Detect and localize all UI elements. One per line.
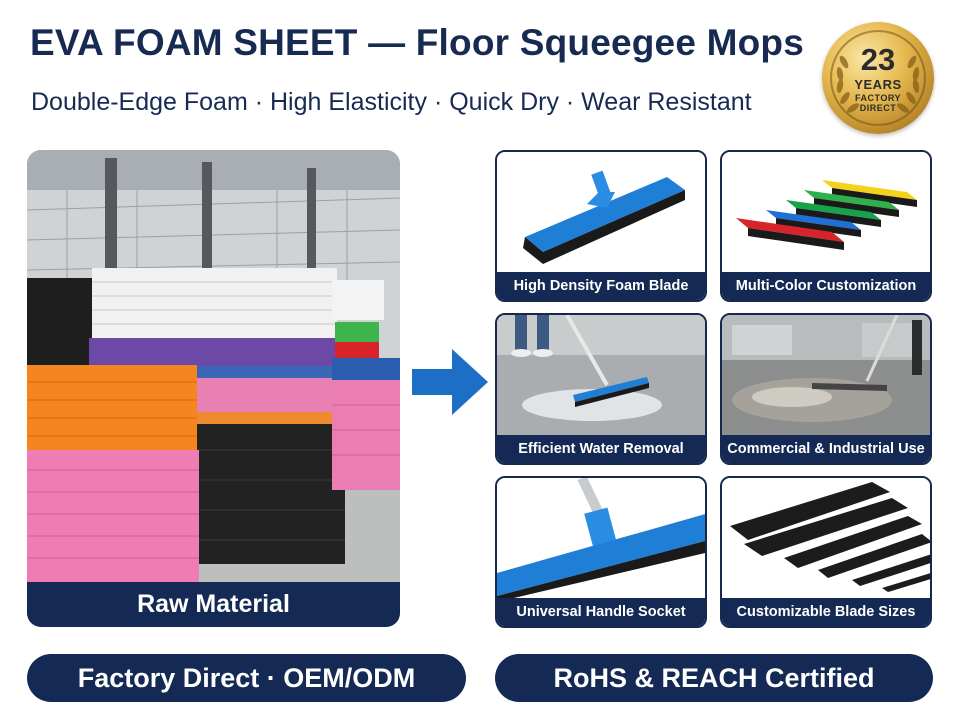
page-title: EVA FOAM SHEET — Floor Squeegee Mops — [30, 22, 804, 63]
feature-label: High Density Foam Blade — [497, 272, 705, 300]
foam-blade-image — [497, 152, 705, 276]
feature-label: Efficient Water Removal — [497, 435, 705, 463]
feature-card-foam-blade: High Density Foam Blade — [495, 150, 707, 302]
handle-socket-image — [497, 478, 705, 602]
foam-stacks-image — [27, 150, 400, 627]
years-badge: 23 YEARS FACTORY DIRECT — [822, 22, 934, 134]
page-subtitle: Double-Edge Foam · High Elasticity · Qui… — [31, 88, 752, 116]
feature-card-multi-color: Multi-Color Customization — [720, 150, 932, 302]
feature-label: Customizable Blade Sizes — [722, 598, 930, 626]
feature-label: Universal Handle Socket — [497, 598, 705, 626]
factory-direct-pill: Factory Direct · OEM/ODM — [27, 654, 466, 702]
feature-card-water-removal: Efficient Water Removal — [495, 313, 707, 465]
badge-number: 23 — [860, 42, 896, 77]
feature-card-blade-sizes: Customizable Blade Sizes — [720, 476, 932, 628]
feature-label: Commercial & Industrial Use — [722, 435, 930, 463]
water-removal-image — [497, 315, 705, 439]
raw-material-caption: Raw Material — [27, 582, 400, 627]
commercial-kitchen-image — [722, 315, 930, 439]
feature-card-commercial: Commercial & Industrial Use — [720, 313, 932, 465]
badge-line1: FACTORY — [854, 93, 901, 103]
badge-years: YEARS — [854, 77, 902, 92]
arrow-right-icon — [412, 349, 488, 415]
blade-strips-image — [722, 478, 930, 602]
badge-line2: DIRECT — [859, 103, 897, 113]
certification-pill: RoHS & REACH Certified — [495, 654, 933, 702]
feature-card-handle-socket: Universal Handle Socket — [495, 476, 707, 628]
raw-material-panel: Raw Material — [27, 150, 400, 627]
laurel-icon — [836, 55, 920, 113]
color-squeegees-image — [722, 152, 930, 276]
feature-label: Multi-Color Customization — [722, 272, 930, 300]
